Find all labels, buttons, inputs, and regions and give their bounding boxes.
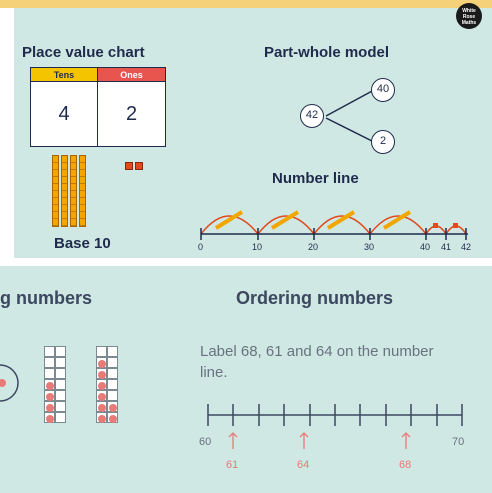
nl-label-30: 30 bbox=[364, 242, 375, 252]
white-rose-maths-logo: White Rose Maths bbox=[456, 3, 482, 29]
jump-arc bbox=[313, 215, 371, 235]
place-value-title: Place value chart bbox=[22, 44, 145, 61]
mark-label-68: 68 bbox=[399, 459, 412, 471]
part-circle-40: 40 bbox=[371, 78, 395, 102]
tens-rod bbox=[52, 155, 59, 227]
comparing-numbers-title: g numbers bbox=[0, 288, 93, 308]
ordering-number-line bbox=[207, 404, 463, 426]
part-circle-2: 2 bbox=[371, 130, 395, 154]
tens-rod bbox=[61, 155, 68, 227]
jump-arc bbox=[200, 215, 259, 235]
top-strip bbox=[0, 0, 492, 8]
one-cube-jump bbox=[433, 223, 438, 228]
whole-circle: 42 bbox=[300, 104, 324, 128]
ones-header: Ones bbox=[98, 68, 165, 82]
ten-rod-jump bbox=[382, 210, 412, 230]
instruction-text: Label 68, 61 and 64 on the number line. bbox=[200, 343, 434, 381]
nl-label-42: 42 bbox=[461, 242, 472, 252]
ten-rod-jump bbox=[214, 210, 244, 230]
part-whole-connectors bbox=[325, 89, 375, 143]
nl-label-20: 20 bbox=[308, 242, 319, 252]
tens-value: 4 bbox=[31, 82, 98, 146]
nl-label-41: 41 bbox=[441, 242, 452, 252]
nl-start-label: 60 bbox=[199, 436, 212, 448]
logo-text-1: White bbox=[462, 8, 476, 14]
ones-cube bbox=[125, 162, 133, 170]
number-line-title: Number line bbox=[272, 170, 359, 187]
tens-header: Tens bbox=[31, 68, 98, 82]
tens-rod bbox=[79, 155, 86, 227]
mark-label-64: 64 bbox=[297, 459, 310, 471]
mark-label-61: 61 bbox=[226, 459, 239, 471]
ones-cube bbox=[135, 162, 143, 170]
base10-title: Base 10 bbox=[54, 235, 111, 252]
arrow-up-icon bbox=[401, 432, 411, 449]
place-value-chart: Tens Ones 4 2 bbox=[30, 67, 166, 147]
nl-label-10: 10 bbox=[252, 242, 263, 252]
nl-end-label: 70 bbox=[452, 436, 465, 448]
ten-rod-jump bbox=[270, 210, 300, 230]
logo-text-2: Rose bbox=[462, 14, 476, 20]
one-cube-jump bbox=[453, 223, 458, 228]
nl-label-40: 40 bbox=[420, 242, 431, 252]
ten-rod-jump bbox=[326, 210, 356, 230]
tens-rod bbox=[70, 155, 77, 227]
jump-arc bbox=[257, 215, 315, 235]
ordering-numbers-slide bbox=[0, 266, 492, 493]
jump-arc bbox=[369, 215, 427, 235]
comparison-circle bbox=[0, 364, 19, 402]
number-line-diagram bbox=[200, 210, 468, 240]
logo-text-3: Maths bbox=[461, 20, 477, 26]
arrow-up-icon bbox=[228, 432, 238, 449]
nl-label-0: 0 bbox=[198, 242, 204, 252]
ones-value: 2 bbox=[125, 103, 138, 125]
arrow-up-icon bbox=[299, 432, 309, 449]
part-whole-title: Part-whole model bbox=[264, 44, 390, 61]
ordering-numbers-title: Ordering numbers bbox=[236, 288, 394, 308]
